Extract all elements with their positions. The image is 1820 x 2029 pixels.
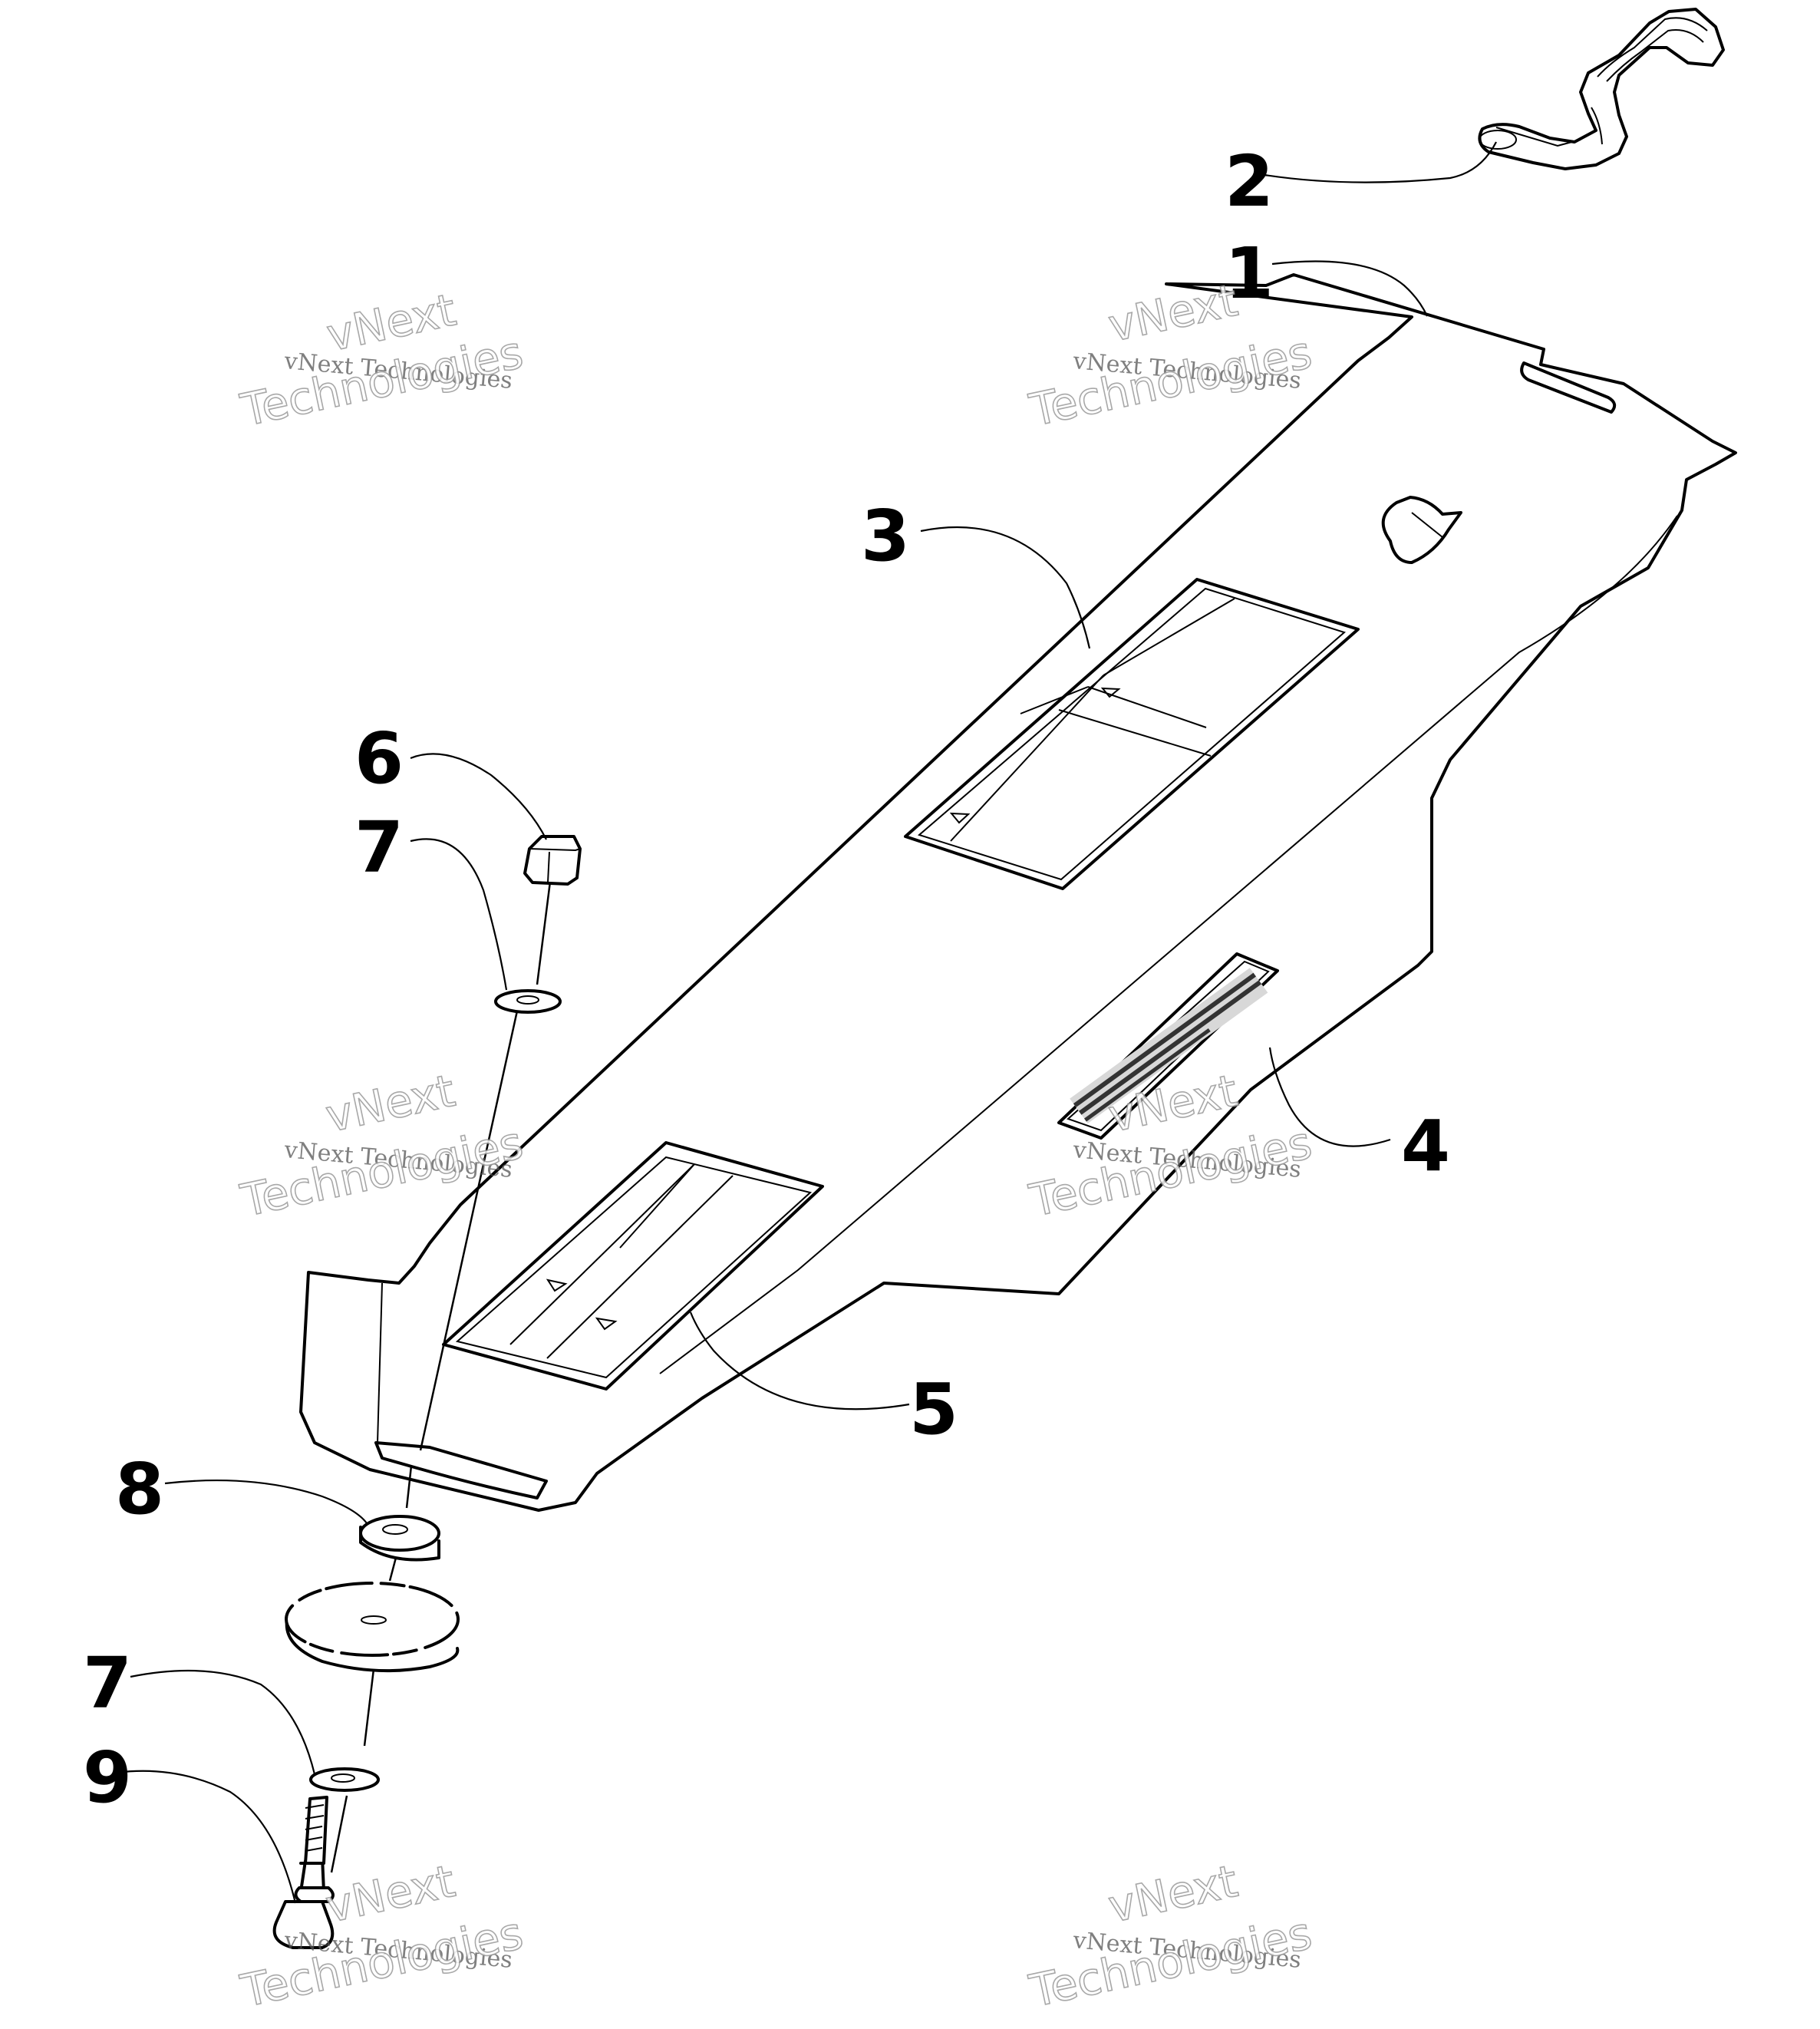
part-4-decal: [1057, 952, 1279, 1140]
watermark-6: vNext vNext Technologies Technologies: [1024, 1854, 1317, 2018]
watermark-word-top: vNext: [1104, 1855, 1242, 1933]
watermark-word-top: vNext: [1104, 274, 1242, 352]
watermark-word-bottom: Technologies: [1025, 326, 1317, 437]
part-7-washer-lower: [309, 1767, 380, 1792]
callout-2: 2: [1225, 140, 1274, 223]
part-6-nut: [523, 835, 582, 886]
part-2-bracket: [1478, 8, 1725, 170]
callout-1: 1: [1225, 233, 1274, 315]
callout-labels: 1 2 3 4 5 6 7 8 7 9: [83, 140, 1450, 1819]
watermark-word-top: vNext: [321, 1064, 460, 1143]
callout-7-lower: 7: [83, 1642, 132, 1724]
callout-3: 3: [861, 495, 910, 577]
callout-6: 6: [354, 718, 404, 800]
callout-9: 9: [83, 1737, 132, 1819]
callout-7-upper: 7: [354, 807, 404, 889]
leader-lines: [116, 141, 1497, 1904]
callout-5: 5: [909, 1368, 958, 1450]
large-washer-plate: [285, 1582, 460, 1673]
part-5-decal: [442, 1141, 824, 1391]
watermark-1: vNext vNext Technologies Technologies: [236, 283, 528, 437]
callout-8: 8: [115, 1448, 164, 1530]
part-8-grommet: [359, 1515, 440, 1562]
watermark-word-top: vNext: [321, 1855, 460, 1933]
watermark-word-bottom: Technologies: [1025, 1907, 1317, 2017]
part-9-bolt: [272, 1796, 335, 1949]
part-3-decal: [904, 578, 1360, 890]
callout-4: 4: [1401, 1105, 1450, 1187]
part-7-washer-upper: [494, 989, 562, 1014]
